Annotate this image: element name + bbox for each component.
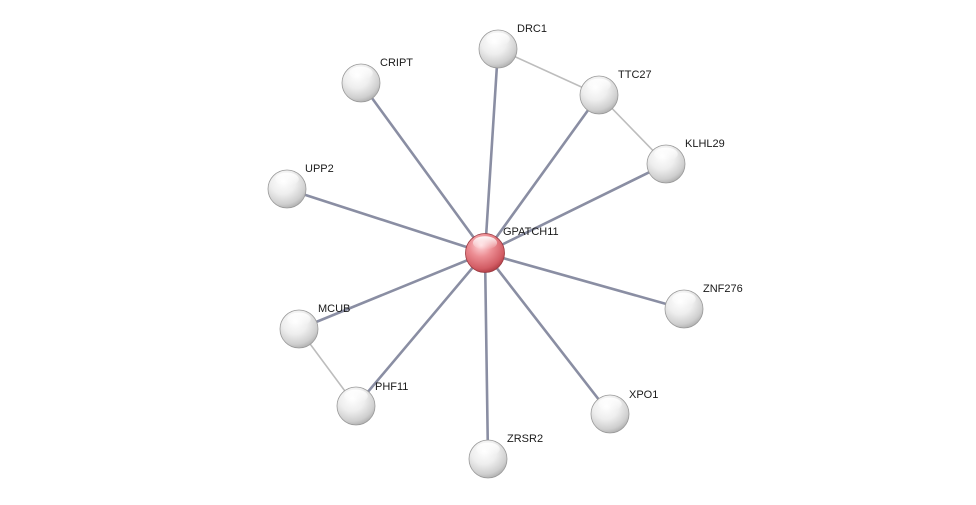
edge-gpatch11-upp2[interactable] <box>285 187 487 255</box>
edge-gpatch11-znf276[interactable] <box>483 251 686 311</box>
node-mcub[interactable]: MCUB <box>279 303 350 349</box>
sphere-highlight <box>344 389 368 403</box>
node-label-ttc27: TTC27 <box>618 69 652 81</box>
node-label-upp2: UPP2 <box>305 163 334 175</box>
sphere-highlight <box>472 236 498 250</box>
node-ttc27[interactable]: TTC27 <box>579 69 652 115</box>
node-label-zrsr2: ZRSR2 <box>507 433 543 445</box>
node-label-znf276: ZNF276 <box>703 283 743 295</box>
edge-gpatch11-xpo1[interactable] <box>483 251 612 416</box>
node-label-xpo1: XPO1 <box>629 389 658 401</box>
node-znf276[interactable]: ZNF276 <box>664 283 743 329</box>
node-label-gpatch11: GPATCH11 <box>503 226 559 238</box>
node-xpo1[interactable]: XPO1 <box>590 389 658 434</box>
node-upp2[interactable]: UPP2 <box>267 163 334 209</box>
edge-gpatch11-ttc27[interactable] <box>483 93 601 255</box>
node-label-phf11: PHF11 <box>375 381 408 393</box>
sphere-highlight <box>672 292 696 306</box>
node-label-cript: CRIPT <box>380 57 413 69</box>
sphere-highlight <box>587 78 611 92</box>
node-klhl29[interactable]: KLHL29 <box>646 138 725 184</box>
sphere-highlight <box>476 442 500 456</box>
sphere-highlight <box>598 397 622 411</box>
sphere-highlight <box>486 32 510 46</box>
node-label-mcub: MCUB <box>318 303 350 315</box>
node-cript[interactable]: CRIPT <box>341 57 413 103</box>
edge-gpatch11-mcub[interactable] <box>297 251 487 331</box>
edge-gpatch11-phf11[interactable] <box>354 251 487 408</box>
node-label-klhl29: KLHL29 <box>685 138 725 150</box>
node-phf11[interactable]: PHF11 <box>336 381 408 426</box>
edge-gpatch11-zrsr2[interactable] <box>483 251 490 461</box>
node-label-drc1: DRC1 <box>517 23 547 35</box>
node-drc1[interactable]: DRC1 <box>478 23 547 69</box>
sphere-highlight <box>287 312 311 326</box>
edge-gpatch11-drc1[interactable] <box>483 47 500 255</box>
node-gpatch11[interactable]: GPATCH11 <box>465 226 559 273</box>
node-zrsr2[interactable]: ZRSR2 <box>468 433 543 479</box>
edge-gpatch11-klhl29[interactable] <box>483 162 668 255</box>
sphere-highlight <box>349 66 373 80</box>
sphere-highlight <box>654 147 678 161</box>
sphere-highlight <box>275 172 299 186</box>
edge-gpatch11-cript[interactable] <box>359 81 487 255</box>
